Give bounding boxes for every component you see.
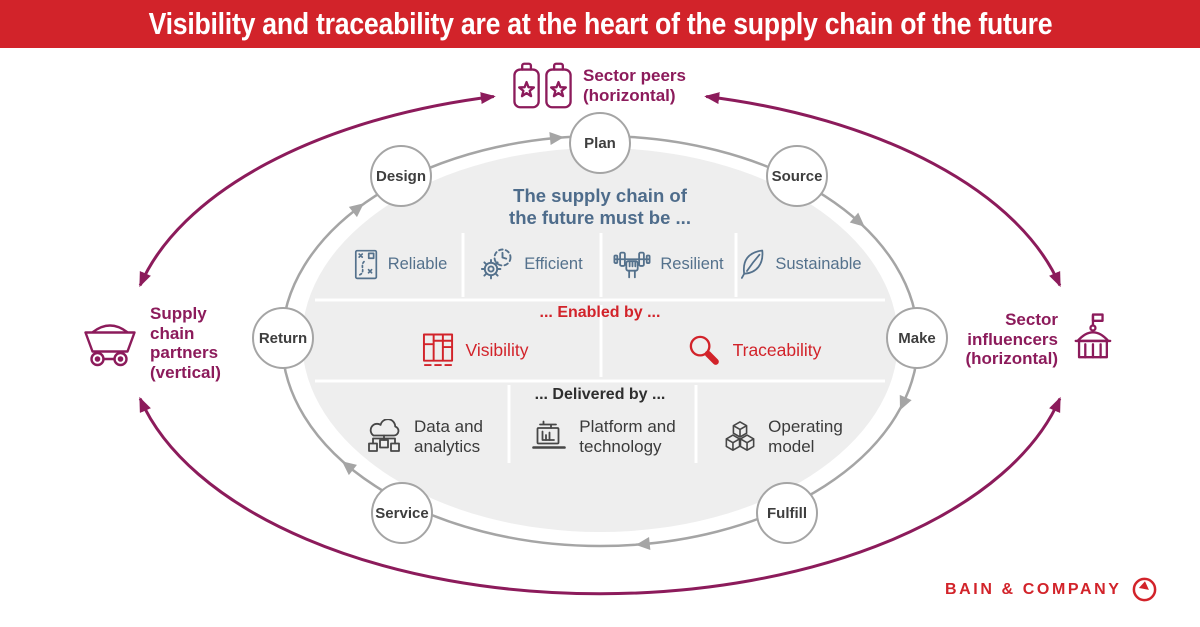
dumbbell-icon bbox=[613, 251, 651, 278]
delivered-item-label: Operating model bbox=[768, 417, 843, 456]
cycle-node-source: Source bbox=[766, 145, 828, 207]
must-be-row: Reliable Efficient Resi bbox=[338, 233, 866, 295]
enabled-item-visibility: Visibility bbox=[350, 325, 600, 375]
panel-dividers bbox=[315, 233, 885, 463]
cycle-node-return: Return bbox=[252, 307, 314, 369]
cycle-node-make-label: Make bbox=[898, 329, 936, 347]
enabled-item-label: Visibility bbox=[465, 339, 529, 360]
enabled-by-heading: ... Enabled by ... bbox=[539, 304, 661, 321]
must-be-item-efficient: Efficient bbox=[463, 233, 601, 295]
capitol-icon bbox=[1074, 313, 1112, 359]
must-be-item-label: Efficient bbox=[524, 254, 583, 273]
must-be-item-label: Resilient bbox=[660, 254, 724, 273]
cart-icon bbox=[84, 324, 136, 367]
supply-chain-partners-group: Supply chain partners (vertical) bbox=[84, 304, 221, 382]
cycle-node-design: Design bbox=[370, 145, 432, 207]
delivered-item-data-analytics: Data and analytics bbox=[340, 408, 508, 466]
delivered-item-platform-technology: Platform and technology bbox=[512, 408, 694, 466]
must-be-item-label: Sustainable bbox=[775, 254, 862, 273]
star-cans-icon bbox=[513, 62, 572, 109]
cycle-node-fulfill-label: Fulfill bbox=[767, 504, 807, 522]
cloud-network-icon bbox=[368, 419, 400, 452]
cycle-node-service-label: Service bbox=[375, 504, 429, 522]
delivered-by-heading: ... Delivered by ... bbox=[534, 386, 666, 403]
laptop-icon bbox=[532, 420, 567, 449]
magnifier-icon bbox=[689, 335, 719, 365]
enabled-item-traceability: Traceability bbox=[618, 325, 890, 375]
cycle-node-service: Service bbox=[371, 482, 433, 544]
leaf-icon bbox=[741, 249, 764, 279]
must-be-heading: The supply chain of the future must be .… bbox=[509, 185, 691, 228]
cycle-node-plan: Plan bbox=[569, 112, 631, 174]
bain-logo-icon bbox=[1132, 577, 1156, 602]
outer-influence-arcs bbox=[138, 92, 1062, 596]
strategy-icon bbox=[354, 249, 377, 279]
sector-peers-group: Sector peers (horizontal) bbox=[513, 62, 686, 109]
cycle-node-design-label: Design bbox=[375, 167, 426, 185]
title-banner: Visibility and traceability are at the h… bbox=[0, 0, 1200, 48]
must-be-item-reliable: Reliable bbox=[338, 233, 463, 295]
brand-name: BAIN & COMPANY bbox=[945, 580, 1122, 598]
board-icon bbox=[422, 333, 453, 367]
brand-footer: BAIN & COMPANY bbox=[945, 576, 1158, 603]
page-title: Visibility and traceability are at the h… bbox=[148, 6, 1052, 41]
cycle-node-return-label: Return bbox=[258, 329, 308, 347]
cycle-node-source-label: Source bbox=[771, 167, 823, 185]
delivered-item-label: Platform and technology bbox=[579, 417, 676, 456]
must-be-item-label: Reliable bbox=[387, 254, 448, 273]
delivered-item-operating-model: Operating model bbox=[700, 408, 866, 466]
sector-peers-label: Sector peers (horizontal) bbox=[583, 66, 686, 105]
must-be-item-sustainable: Sustainable bbox=[736, 233, 866, 295]
cycle-node-plan-label: Plan bbox=[584, 134, 616, 152]
enabled-item-label: Traceability bbox=[732, 339, 822, 360]
gear-clock-icon bbox=[481, 248, 512, 280]
cycle-node-make: Make bbox=[886, 307, 948, 369]
supply-chain-partners-label: Supply chain partners (vertical) bbox=[150, 304, 221, 382]
sector-influencers-group: Sector influencers (horizontal) bbox=[946, 310, 1115, 369]
must-be-item-resilient: Resilient bbox=[601, 233, 736, 295]
delivered-item-label: Data and analytics bbox=[414, 417, 483, 456]
cycle-node-fulfill: Fulfill bbox=[756, 482, 818, 544]
sector-influencers-label: Sector influencers (horizontal) bbox=[965, 310, 1058, 368]
cubes-icon bbox=[725, 421, 755, 451]
